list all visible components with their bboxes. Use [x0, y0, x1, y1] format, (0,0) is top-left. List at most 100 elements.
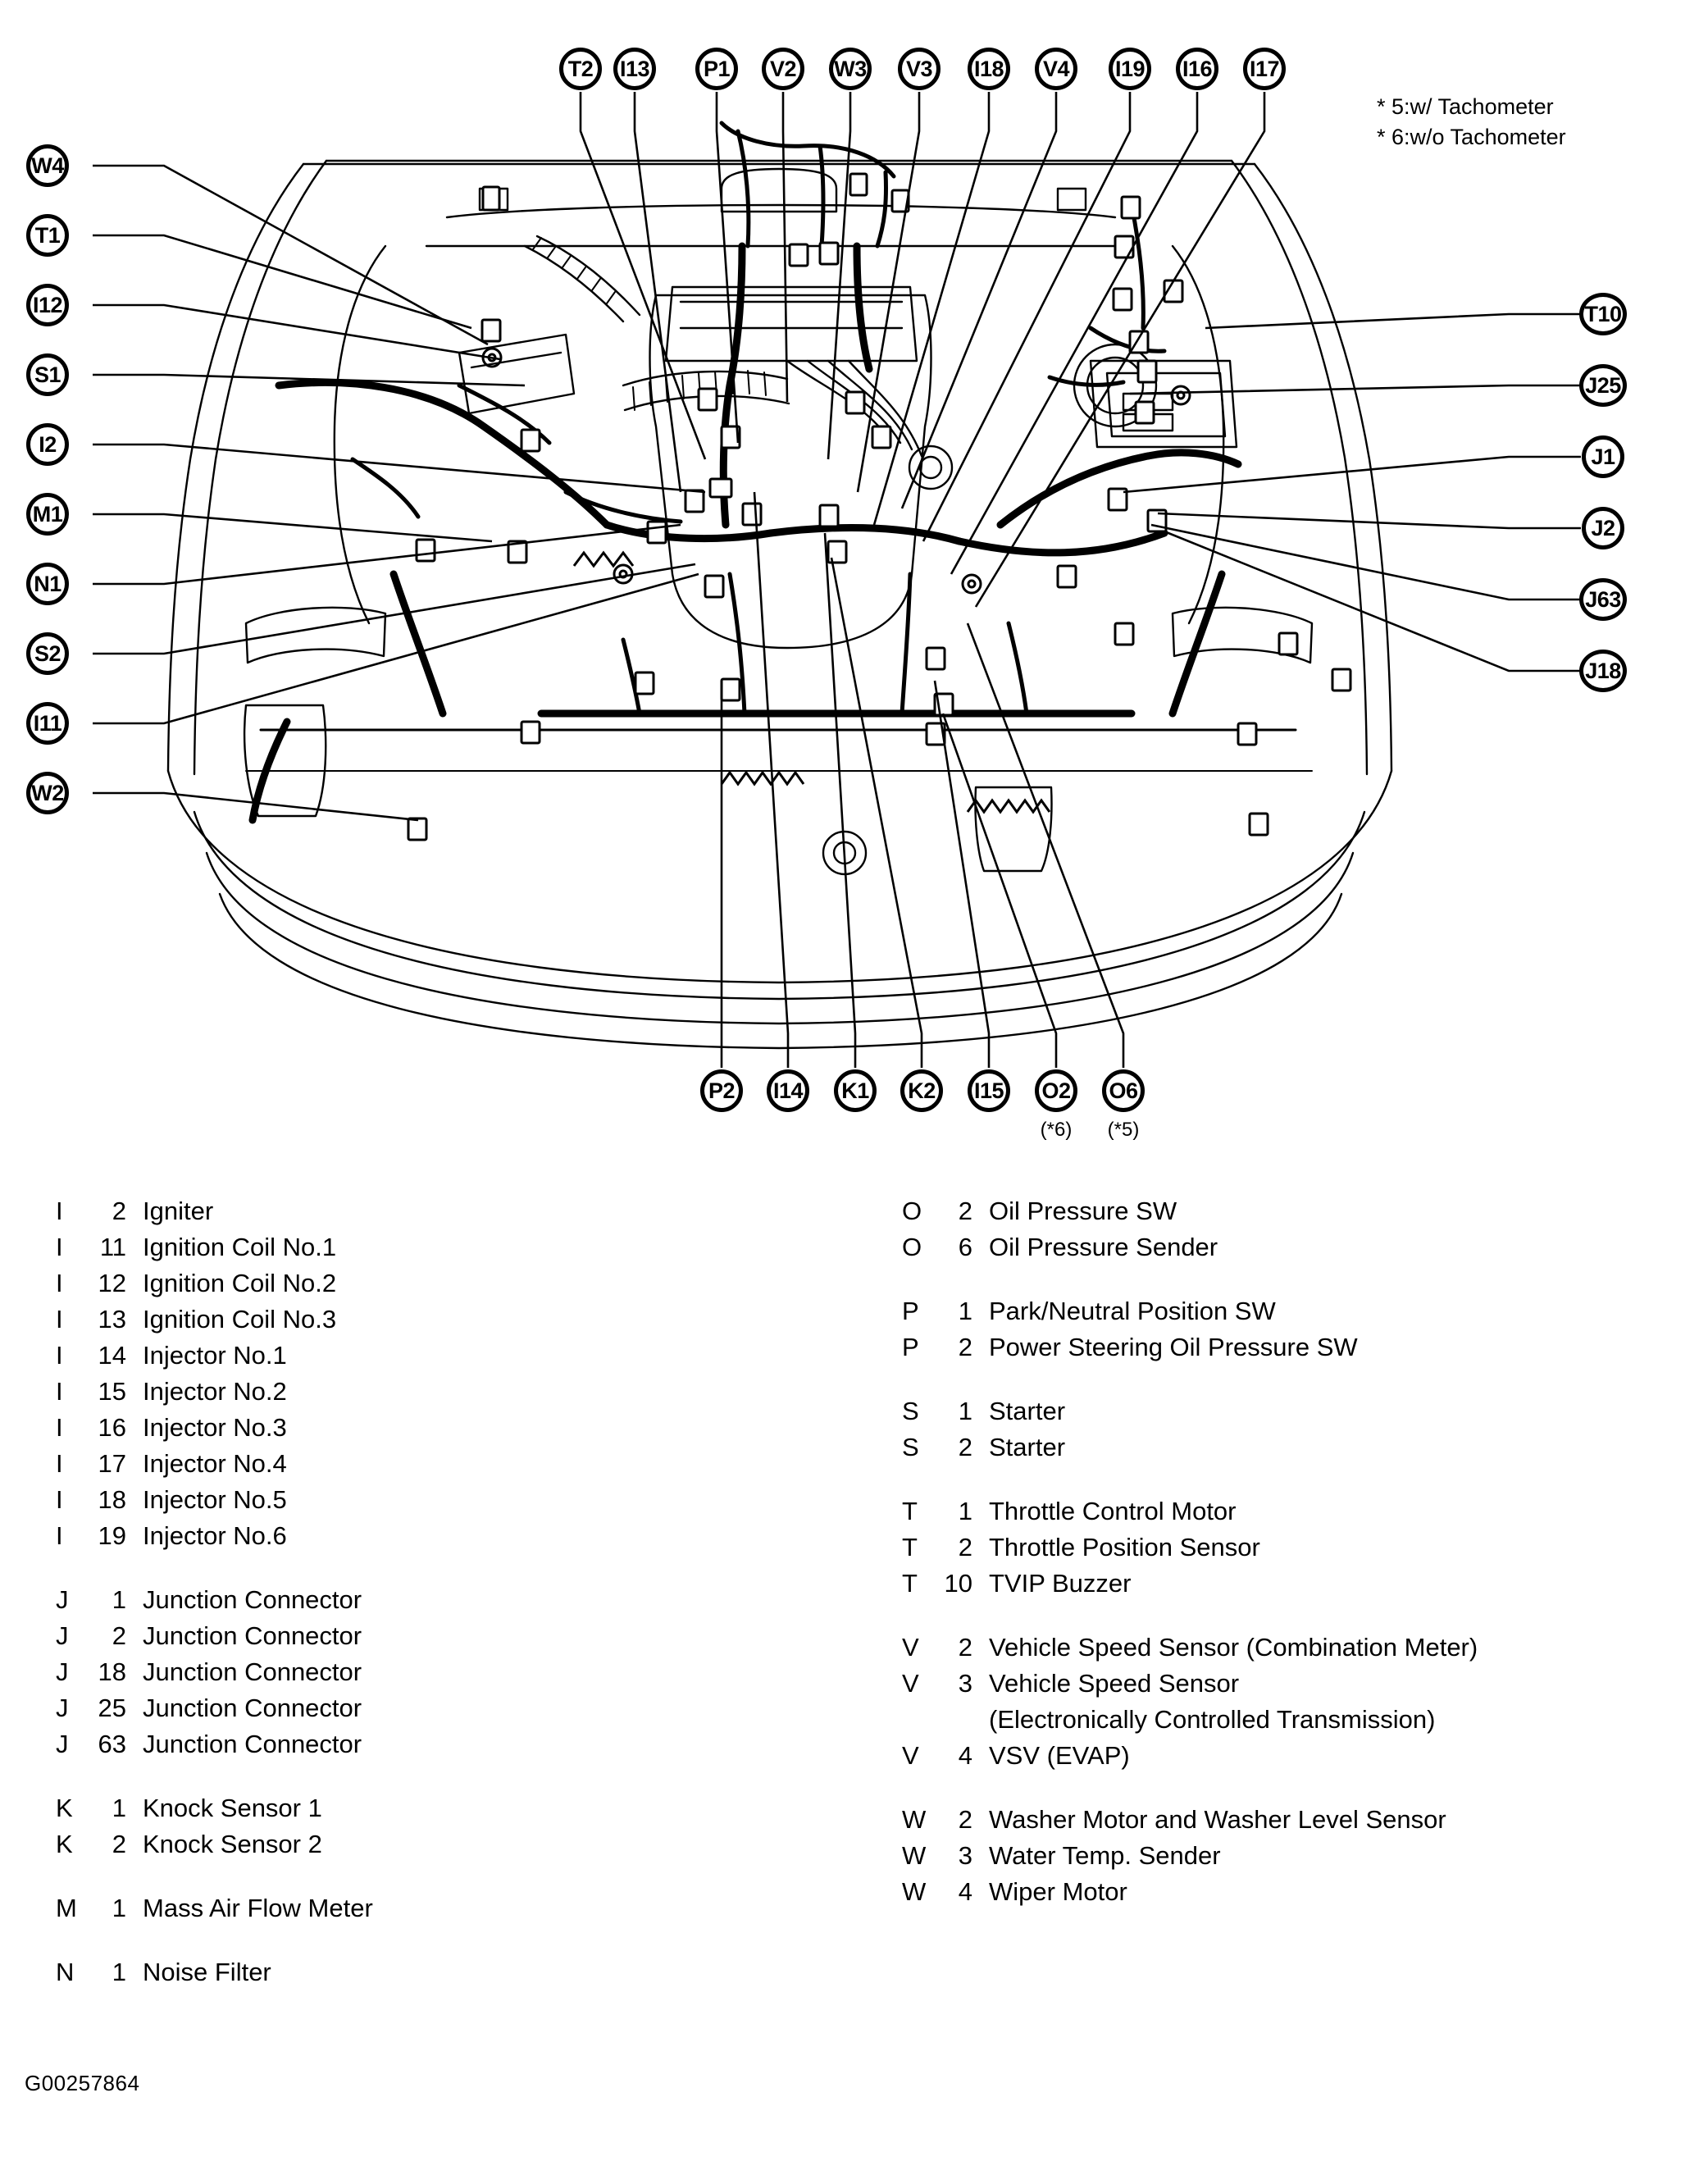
callout-t10[interactable]: T10 — [1579, 293, 1627, 335]
callout-j2[interactable]: J2 — [1582, 507, 1624, 549]
callout-label: I16 — [1182, 56, 1213, 81]
legend-code-number: 2 — [112, 1830, 126, 1858]
callout-t2[interactable]: T2 — [559, 48, 602, 90]
legend-code-number: 2 — [958, 1333, 972, 1361]
legend-code-number: 1 — [958, 1397, 972, 1425]
legend-code-letter: J — [56, 1730, 69, 1758]
legend-description: Throttle Control Motor — [989, 1497, 1237, 1525]
callout-o6[interactable]: O6 — [1102, 1069, 1145, 1112]
tachometer-note: * 5:w/ Tachometer * 6:w/o Tachometer — [1377, 92, 1566, 153]
legend-description: Junction Connector — [143, 1730, 362, 1758]
legend-description: Starter — [989, 1397, 1066, 1425]
legend-code-letter: T — [902, 1497, 918, 1525]
callout-i14[interactable]: I14 — [767, 1069, 809, 1112]
tachometer-note-line-1: * 5:w/ Tachometer — [1377, 94, 1554, 119]
legend-code-letter: K — [56, 1830, 73, 1858]
callout-i17[interactable]: I17 — [1243, 48, 1286, 90]
callout-i13[interactable]: I13 — [613, 48, 656, 90]
legend-code-letter: V — [902, 1633, 919, 1662]
legend-code-number: 2 — [958, 1633, 972, 1662]
legend-description: VSV (EVAP) — [989, 1741, 1130, 1770]
legend-code-letter: J — [56, 1694, 69, 1722]
figure-id: G00257864 — [25, 2071, 140, 2095]
callout-w3[interactable]: W3 — [829, 48, 872, 90]
legend-description: TVIP Buzzer — [989, 1569, 1132, 1598]
callout-j63[interactable]: J63 — [1579, 578, 1627, 621]
legend-code-letter: I — [56, 1377, 63, 1406]
callout-n1[interactable]: N1 — [26, 563, 69, 605]
callout-label: T1 — [34, 222, 61, 248]
legend-description: Ignition Coil No.1 — [143, 1233, 337, 1261]
legend-code-number: 1 — [958, 1297, 972, 1325]
legend-code-number: 2 — [958, 1805, 972, 1834]
callout-i18[interactable]: I18 — [968, 48, 1010, 90]
callout-i16[interactable]: I16 — [1176, 48, 1218, 90]
legend-description: Injector No.1 — [143, 1341, 287, 1370]
callout-o2[interactable]: O2 — [1035, 1069, 1077, 1112]
callout-s2[interactable]: S2 — [26, 632, 69, 675]
callout-p2[interactable]: P2 — [700, 1069, 743, 1112]
tachometer-note-line-2: * 6:w/o Tachometer — [1377, 125, 1566, 150]
callout-w4[interactable]: W4 — [26, 144, 69, 187]
callout-j1[interactable]: J1 — [1582, 435, 1624, 478]
callout-label: K2 — [908, 1078, 936, 1103]
legend-code-letter: O — [902, 1233, 922, 1261]
callout-i15[interactable]: I15 — [968, 1069, 1010, 1112]
callout-p1[interactable]: P1 — [695, 48, 738, 90]
callout-w2[interactable]: W2 — [26, 772, 69, 814]
legend-code-letter: M — [56, 1894, 77, 1922]
callout-k1[interactable]: K1 — [834, 1069, 877, 1112]
legend-code-letter: V — [902, 1669, 919, 1698]
legend-description: Wiper Motor — [989, 1877, 1127, 1906]
legend-code-number: 12 — [98, 1269, 126, 1297]
legend-row: I 17 Injector No.4 — [56, 1446, 835, 1482]
legend-code-number: 18 — [98, 1657, 126, 1686]
legend-code-number: 2 — [958, 1197, 972, 1225]
callout-i2[interactable]: I2 — [26, 423, 69, 466]
callout-j25[interactable]: J25 — [1579, 364, 1627, 407]
callout-label: I12 — [32, 292, 63, 317]
callout-v3[interactable]: V3 — [898, 48, 941, 90]
callout-i11[interactable]: I11 — [26, 702, 69, 745]
callout-label: P2 — [708, 1078, 736, 1103]
legend-code-number: 1 — [958, 1497, 972, 1525]
legend-code-letter: I — [56, 1341, 63, 1370]
legend-code-number: 2 — [958, 1533, 972, 1561]
callout-k2[interactable]: K2 — [900, 1069, 943, 1112]
callout-label: K1 — [841, 1078, 869, 1103]
callout-m1[interactable]: M1 — [26, 493, 69, 536]
callout-label: J2 — [1591, 515, 1615, 540]
callout-t1[interactable]: T1 — [26, 214, 69, 257]
callout-s1[interactable]: S1 — [26, 353, 69, 396]
legend-description: Throttle Position Sensor — [989, 1533, 1260, 1561]
legend-description: Injector No.4 — [143, 1449, 287, 1478]
callout-o2-variant-note: (*6) — [1040, 1119, 1073, 1141]
legend-code-letter: I — [56, 1485, 63, 1514]
legend-description: Mass Air Flow Meter — [143, 1894, 373, 1922]
legend-description: Knock Sensor 2 — [143, 1830, 322, 1858]
legend-code-number: 10 — [944, 1569, 972, 1598]
callout-i12[interactable]: I12 — [26, 284, 69, 326]
callout-i19[interactable]: I19 — [1109, 48, 1151, 90]
legend-code-number: 18 — [98, 1485, 126, 1514]
legend-code-letter: I — [56, 1449, 63, 1478]
legend-code-letter: S — [902, 1397, 919, 1425]
legend-code-letter: J — [56, 1585, 69, 1614]
legend-description: Injector No.6 — [143, 1521, 287, 1550]
legend-code-number: 17 — [98, 1449, 126, 1478]
callout-j18[interactable]: J18 — [1579, 650, 1627, 692]
callout-v2[interactable]: V2 — [762, 48, 804, 90]
callout-v4[interactable]: V4 — [1035, 48, 1077, 90]
